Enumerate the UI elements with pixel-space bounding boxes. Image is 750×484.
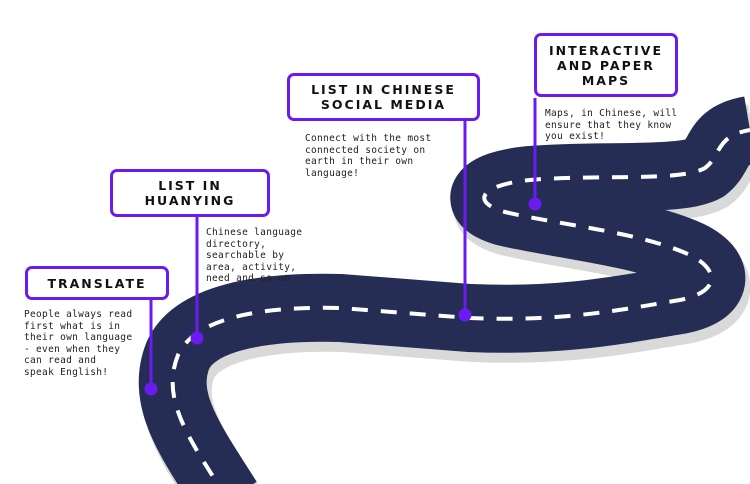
milestone-pin-2[interactable] bbox=[190, 331, 204, 345]
milestone-title-line: SOCIAL MEDIA bbox=[320, 97, 447, 112]
milestone-title-box-social-media: LIST IN CHINESE SOCIAL MEDIA bbox=[287, 73, 480, 121]
milestone-title-line: MAPS bbox=[581, 72, 631, 88]
milestone-title-box-huanying: LIST IN HUANYING bbox=[110, 169, 270, 217]
milestone-title-line: INTERACTIVE bbox=[548, 42, 664, 58]
milestone-description-social-media: Connect with the most connected society … bbox=[305, 133, 432, 179]
milestone-title-line: HUANYING bbox=[144, 193, 236, 208]
milestone-description-translate: People always read first what is in thei… bbox=[24, 309, 133, 378]
milestone-pin-4[interactable] bbox=[528, 197, 542, 211]
milestone-pin-3[interactable] bbox=[458, 308, 472, 322]
milestone-pin-1[interactable] bbox=[144, 382, 158, 396]
milestone-title-line: AND PAPER bbox=[557, 57, 655, 73]
milestone-title-line: LIST IN CHINESE bbox=[311, 82, 456, 97]
milestone-description-huanying: Chinese language directory, searchable b… bbox=[206, 227, 303, 284]
milestone-title-line: TRANSLATE bbox=[47, 275, 147, 291]
milestone-title-box-translate: TRANSLATE bbox=[25, 266, 169, 300]
milestone-title-box-maps: INTERACTIVE AND PAPER MAPS bbox=[534, 33, 678, 97]
milestone-title-line: LIST IN bbox=[158, 178, 222, 193]
milestone-description-maps: Maps, in Chinese, will ensure that they … bbox=[545, 108, 678, 142]
